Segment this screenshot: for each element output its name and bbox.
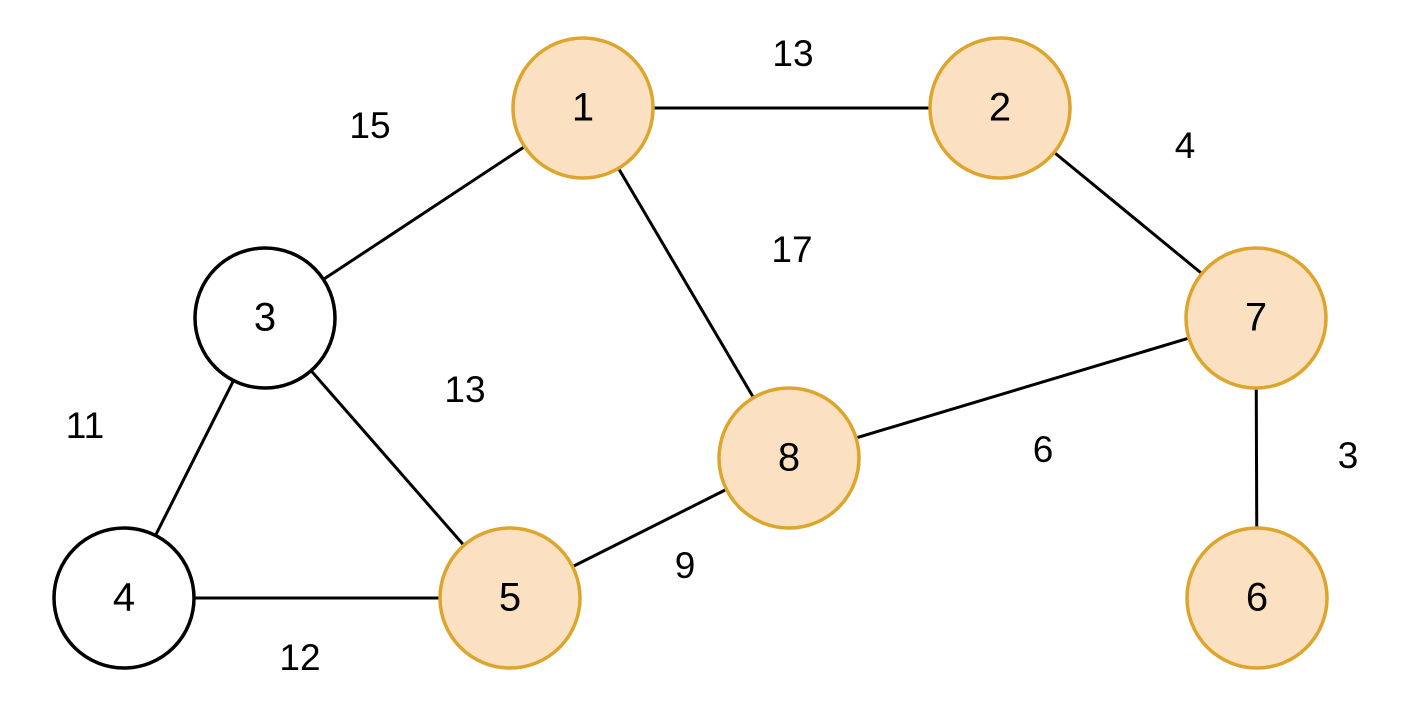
node-label-4: 4	[113, 576, 135, 620]
node-label-2: 2	[989, 86, 1011, 130]
edge-3-1	[322, 145, 526, 281]
edge-weight-label-4-5: 12	[279, 637, 320, 678]
node-circle-7[interactable]	[1184, 246, 1328, 390]
node-label-3: 3	[254, 296, 276, 340]
graph-node-3[interactable]: 3	[193, 246, 337, 390]
node-circle-4[interactable]	[52, 526, 196, 670]
graph-node-6[interactable]: 6	[1185, 526, 1329, 670]
edge-5-8	[571, 488, 728, 568]
edge-weight-label-1-2: 13	[772, 33, 813, 74]
graph-node-8[interactable]: 8	[717, 386, 861, 530]
node-circle-8[interactable]	[717, 386, 861, 530]
edge-weight-label-8-7: 6	[1033, 429, 1054, 470]
edge-7-6	[1254, 387, 1259, 529]
edge-weight-label-5-8: 9	[675, 545, 696, 586]
graph-node-2[interactable]: 2	[928, 36, 1072, 180]
node-label-5: 5	[499, 576, 521, 620]
node-label-6: 6	[1246, 576, 1268, 620]
node-label-7: 7	[1245, 296, 1267, 340]
node-circle-6[interactable]	[1185, 526, 1329, 670]
edge-8-7	[855, 336, 1190, 440]
graph-node-1[interactable]: 1	[511, 36, 655, 180]
node-circle-2[interactable]	[928, 36, 1072, 180]
graph-node-5[interactable]: 5	[438, 526, 582, 670]
nodes-layer: 1 2 3 7 8 4 5 6	[52, 36, 1329, 670]
node-label-1: 1	[572, 86, 594, 130]
edge-1-8	[617, 167, 755, 399]
edge-3-5	[309, 369, 466, 547]
edges-layer	[154, 106, 1259, 600]
graph-node-7[interactable]: 7	[1184, 246, 1328, 390]
node-label-8: 8	[778, 436, 800, 480]
node-circle-5[interactable]	[438, 526, 582, 670]
node-circle-3[interactable]	[193, 246, 337, 390]
edge-2-7	[1053, 151, 1203, 275]
edge-3-4	[154, 379, 235, 537]
edge-weight-label-3-4: 11	[66, 405, 104, 446]
edge-weight-label-2-7: 4	[1175, 125, 1196, 166]
edge-weight-label-3-5: 13	[444, 369, 485, 410]
edge-weight-label-1-8: 17	[771, 229, 812, 270]
edge-weight-label-3-1: 15	[349, 105, 390, 146]
graph-node-4[interactable]: 4	[52, 526, 196, 670]
edge-weight-label-7-6: 3	[1338, 435, 1359, 476]
node-circle-1[interactable]	[511, 36, 655, 180]
